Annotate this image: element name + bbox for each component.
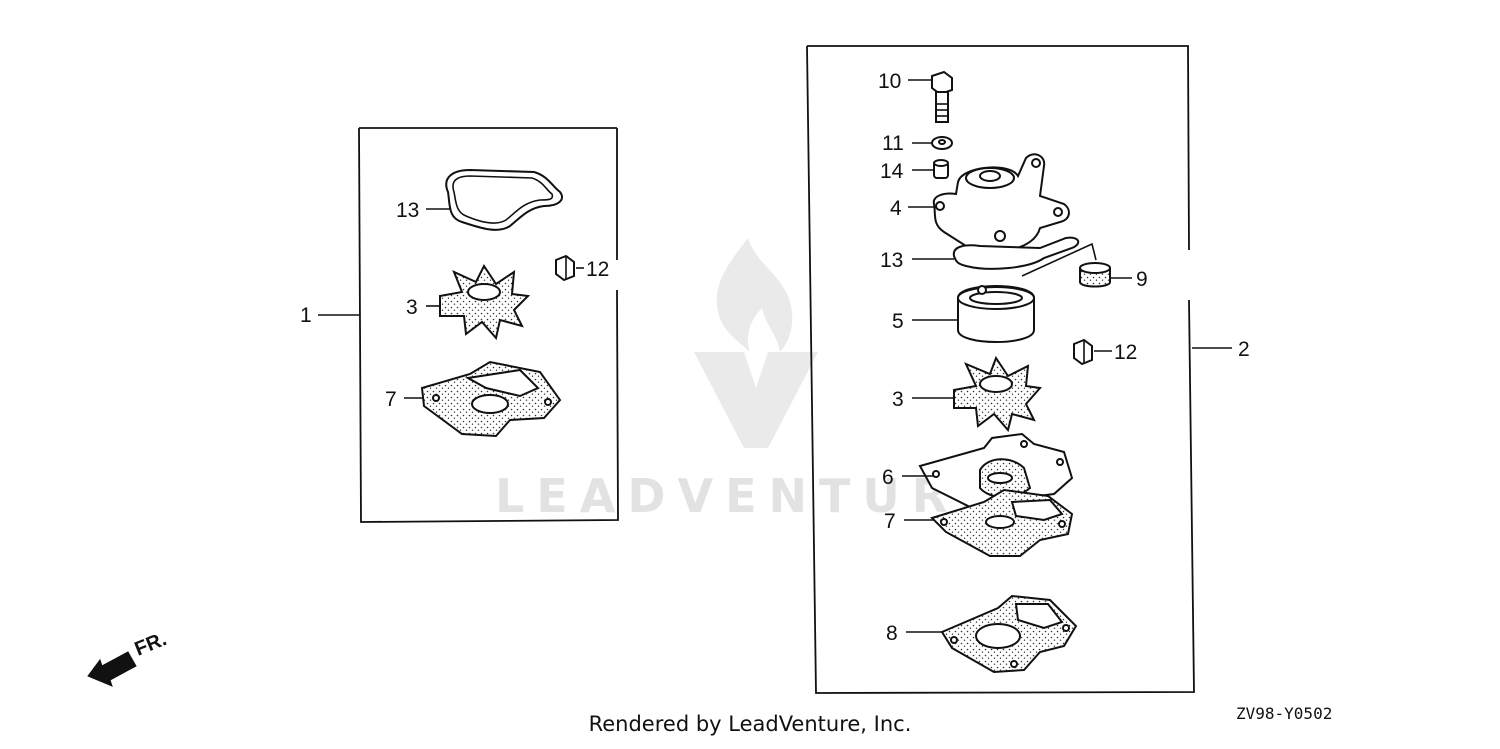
right-callout-7: 7: [884, 510, 896, 533]
right-callout-6: 6: [882, 466, 894, 489]
right-callout-9: 9: [1136, 268, 1148, 291]
right-part-bolt-10: 10: [878, 70, 953, 123]
left-part-gasket-7: 7: [385, 360, 562, 438]
watermark-flame-icon: [716, 238, 793, 352]
right-part-washer-11: 11: [882, 132, 953, 155]
front-label: FR.: [132, 628, 170, 660]
right-part-collar-14: 14: [880, 159, 949, 183]
right-callout-4: 4: [890, 197, 902, 220]
right-callout-14: 14: [880, 160, 904, 183]
right-part-impeller-3: 3: [892, 355, 1042, 433]
left-callout-13: 13: [396, 199, 419, 222]
left-part-impeller-3: 3: [406, 264, 531, 341]
front-direction-indicator: FR.: [87, 628, 170, 687]
left-part-key-12: 12: [555, 254, 609, 282]
right-callout-11: 11: [882, 132, 904, 155]
right-part-housing-4: 4: [890, 153, 1070, 252]
left-callout-3: 3: [406, 296, 418, 319]
left-part-gasket-13: 13: [396, 168, 563, 231]
right-part-bushing-9: 9: [1021, 242, 1148, 291]
diagram-code: ZV98-Y0502: [1236, 704, 1333, 723]
right-callout-3: 3: [892, 388, 904, 411]
right-part-key-12: 12: [1073, 338, 1137, 366]
right-callout-8: 8: [886, 622, 898, 645]
left-callout-7: 7: [385, 388, 397, 411]
assembly-number-left: 1: [300, 304, 312, 327]
assembly-box-left: 1: [300, 127, 619, 523]
right-callout-5: 5: [892, 310, 904, 333]
watermark: LEADVENTURE: [495, 238, 1003, 523]
assembly-box-right: 2: [806, 45, 1250, 694]
footer-credit: Rendered by LeadVenture, Inc.: [588, 712, 912, 736]
right-callout-12: 12: [1114, 341, 1137, 364]
watermark-v-icon: [694, 352, 818, 448]
assembly-number-right: 2: [1238, 338, 1250, 361]
right-part-plate-6: 6: [882, 432, 1074, 511]
right-callout-10: 10: [878, 70, 901, 93]
right-part-gasket-8: 8: [886, 594, 1078, 674]
left-callout-12: 12: [586, 258, 609, 281]
right-part-gasket-13: 13: [880, 236, 1080, 272]
front-arrow-icon: [87, 651, 137, 687]
watermark-text: LEADVENTURE: [495, 469, 1003, 523]
right-part-gasket-7: 7: [884, 488, 1074, 557]
right-part-insert-5: 5: [892, 285, 1035, 343]
right-callout-13: 13: [880, 249, 903, 272]
